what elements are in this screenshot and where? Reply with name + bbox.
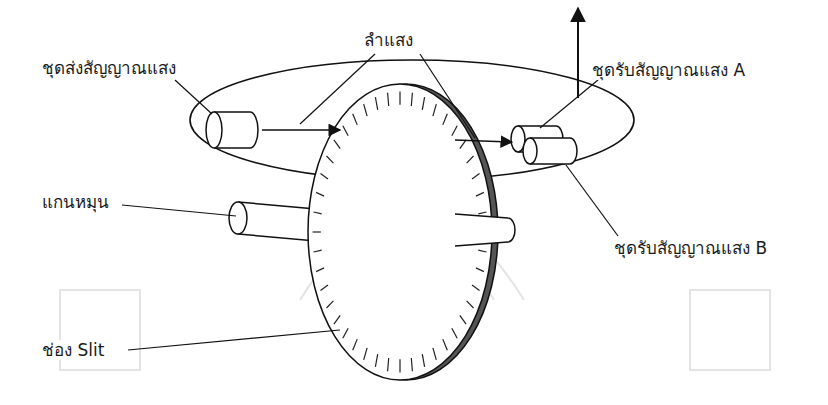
slit-mark [422,354,424,367]
slit-mark [476,192,484,196]
slit-label: ช่อง Slit [40,340,106,360]
slit-mark [364,104,367,116]
slit-mark [316,192,324,196]
slit-mark [353,114,358,125]
slit-mark [478,212,486,214]
slit-mark [411,93,412,106]
leader-lines [122,54,618,350]
slit-mark [364,348,367,360]
slit-mark [327,156,334,163]
slit-mark [314,250,322,252]
slit-mark [476,268,484,272]
receiver-b-label: ชุดรับสัญญาณแสง B [612,238,769,258]
slit-mark [399,91,400,104]
slit-mark [343,126,348,136]
slit-mark [452,126,457,136]
transmitter-label: ชุดส่งสัญญาณแสง [40,58,178,78]
slit-mark [375,97,377,110]
slit-mark [467,156,474,163]
slit-mark [443,339,448,350]
slit-mark [334,140,340,149]
beam-label: ลำแสง [362,30,415,50]
slit-mark [314,212,322,214]
slit-mark [460,315,466,324]
receiver-a-label: ชุดรับสัญญาณแสง A [590,60,747,80]
slit-mark [467,301,474,308]
light-beams [262,130,512,142]
slit-mark [375,354,377,367]
slit-mark [411,358,412,371]
slit-mark [321,285,329,291]
slit-mark [443,114,448,125]
slit-mark [388,93,389,106]
slit-mark [422,97,424,110]
light-receivers [511,126,577,164]
slit-mark [321,174,329,180]
slit-mark [433,104,436,116]
slit-mark [478,250,486,252]
output-arrow [577,8,579,98]
slit-mark [353,339,358,350]
shaft-right [455,214,515,246]
light-transmitter [206,112,258,148]
slit-mark [388,358,389,371]
slit-mark [327,301,334,308]
slit-mark [433,348,436,360]
slit-mark [316,268,324,272]
slit-mark [452,328,457,338]
slit-mark [460,140,466,149]
slit-mark [472,285,480,291]
slit-mark [399,359,400,372]
slit-mark [472,174,480,180]
slit-mark [334,315,340,324]
slit-mark [313,231,321,232]
slit-mark [343,328,348,338]
shaft-label: แกนหมุน [40,192,111,212]
